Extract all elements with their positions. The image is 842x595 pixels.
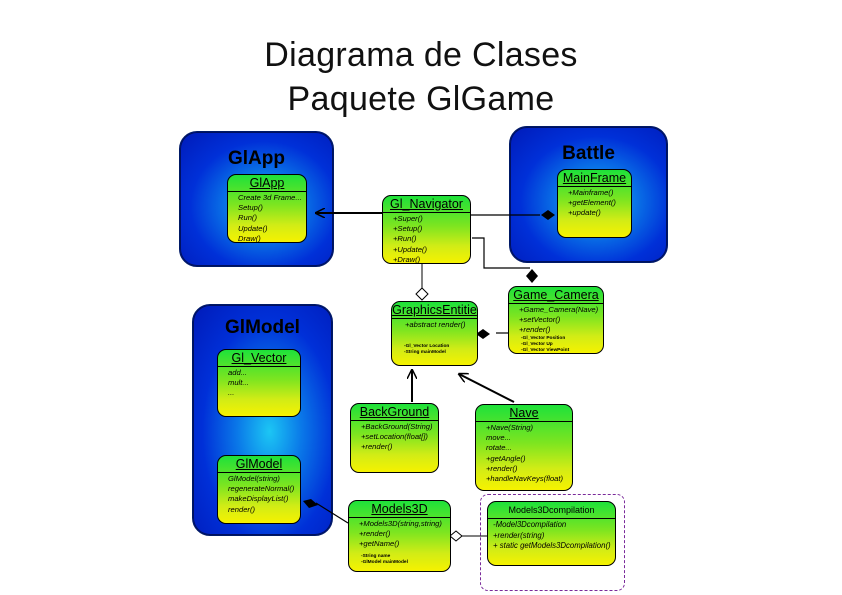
package-label: Battle xyxy=(562,143,615,164)
operation: ... xyxy=(228,388,235,398)
attribute: -String mainModel xyxy=(404,350,446,356)
attribute: -Gl_Vector Location xyxy=(404,344,450,350)
attribute: -GlModel mainModel xyxy=(361,559,408,565)
operation: +render(string) xyxy=(493,530,545,540)
composition-diamond xyxy=(526,269,538,283)
operation: +getName() xyxy=(359,539,400,549)
class-name: Models3D xyxy=(349,501,450,518)
operation: add... xyxy=(228,368,247,377)
class-background[interactable]: BackGround +BackGround(String) +setLocat… xyxy=(350,403,439,473)
operation: GlModel(string) xyxy=(228,474,280,483)
operation: +getElement() xyxy=(568,198,616,208)
class-nave[interactable]: Nave +Nave(String) move... rotate... +ge… xyxy=(475,404,573,491)
operation: +setLocation(float[]) xyxy=(361,432,428,442)
operation: +Mainframe() xyxy=(568,188,614,197)
package-glapp[interactable]: GlApp xyxy=(179,131,334,267)
composition-diamond xyxy=(476,329,490,339)
class-glapp[interactable]: GlApp Create 3d Frame... Setup() Run() U… xyxy=(227,174,307,243)
operation: +render() xyxy=(359,529,391,539)
composition-diamond xyxy=(541,210,555,220)
class-mainframe[interactable]: MainFrame +Mainframe() +getElement() +up… xyxy=(557,169,632,238)
operation: +Update() xyxy=(393,244,427,254)
operation: +Super() xyxy=(393,214,423,223)
aggregation-diamond xyxy=(415,287,429,301)
class-name: BackGround xyxy=(351,404,438,421)
operation: Create 3d Frame... xyxy=(238,193,302,202)
aggregation-diamond xyxy=(449,530,463,542)
class-name: MainFrame xyxy=(558,170,631,187)
operation: +Setup() xyxy=(393,224,423,234)
operation: +abstract render() xyxy=(405,320,466,329)
operation: mult... xyxy=(228,378,249,388)
operation: + static getModels3Dcompilation() xyxy=(493,541,611,550)
attribute: -String name xyxy=(361,553,391,559)
operation: render() xyxy=(228,504,256,514)
class-game-camera[interactable]: Game_Camera +Game_Camera(Nave) +setVecto… xyxy=(508,286,604,354)
operation: move... xyxy=(486,433,511,443)
compilation-frame xyxy=(480,494,625,591)
models3d-to-glmodel-line xyxy=(315,502,349,524)
operation: +Run() xyxy=(393,234,417,244)
diagram-subtitle: Paquete GlGame xyxy=(287,80,555,118)
class-name: GraphicsEntitie xyxy=(392,303,477,319)
attribute: -Gl_Vector Up xyxy=(521,341,553,347)
operation: +handleNavKeys(float) xyxy=(486,474,564,484)
class-graphics-entitie[interactable]: GraphicsEntitie +abstract render() -Gl_V… xyxy=(391,301,478,366)
class-models3d[interactable]: Models3D +Models3D(string,string) +rende… xyxy=(348,500,451,572)
class-name: Models3Dcompilation xyxy=(488,502,615,519)
operation: makeDisplayList() xyxy=(228,494,289,504)
operation: +render() xyxy=(361,442,393,452)
class-name: GlApp xyxy=(228,175,306,192)
operation: -Model3Dcompilation xyxy=(493,520,567,529)
operation: +Draw() xyxy=(393,254,421,264)
nav-to-camera-line xyxy=(472,237,530,269)
class-name: Gl_Navigator xyxy=(383,196,470,213)
diagram-title: Diagrama de Clases xyxy=(264,36,578,74)
package-label: GlApp xyxy=(228,148,285,169)
operation: +render() xyxy=(519,325,551,335)
package-label: GlModel xyxy=(225,317,300,338)
operation: regenerateNormal() xyxy=(228,484,295,494)
nave-inherit-line xyxy=(459,374,515,403)
operation: Run() xyxy=(238,213,257,223)
operation: +getAngle() xyxy=(486,453,526,463)
composition-diamond xyxy=(303,499,318,508)
class-name: GlModel xyxy=(218,456,300,473)
operation: +Game_Camera(Nave) xyxy=(519,305,599,314)
class-gl-navigator[interactable]: Gl_Navigator +Super() +Setup() +Run() +U… xyxy=(382,195,471,264)
operation: Setup() xyxy=(238,203,263,213)
operation: Draw() xyxy=(238,233,261,243)
operation: rotate... xyxy=(486,443,512,453)
class-name: Gl_Vector xyxy=(218,350,300,367)
class-name: Game_Camera xyxy=(509,287,603,304)
class-name: Nave xyxy=(476,405,572,422)
attribute: -Gl_Vector Position xyxy=(521,335,566,341)
operation: +BackGround(String) xyxy=(361,422,433,431)
attribute: -Gl_Vector ViewPoint xyxy=(521,347,570,353)
operation: Update() xyxy=(238,223,268,233)
class-glmodel[interactable]: GlModel GlModel(string) regenerateNormal… xyxy=(217,455,301,524)
operation: +setVector() xyxy=(519,315,561,325)
operation: +Nave(String) xyxy=(486,423,534,432)
operation: +Models3D(string,string) xyxy=(359,519,442,528)
operation: +update() xyxy=(568,208,601,218)
class-gl-vector[interactable]: Gl_Vector add... mult... ... xyxy=(217,349,301,417)
class-models3dcompilation[interactable]: Models3Dcompilation -Model3Dcompilation … xyxy=(487,501,616,566)
operation: +render() xyxy=(486,463,518,473)
